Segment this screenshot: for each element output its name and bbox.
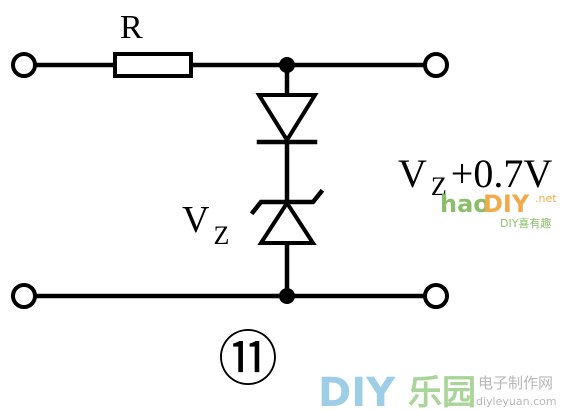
zener-label-main: V	[182, 199, 210, 241]
terminal-top-left	[11, 52, 37, 78]
watermark-diyleyuan-tag: 电子制作网	[478, 374, 553, 392]
watermark-haodiy-b: DIY	[483, 190, 530, 218]
terminal-bottom-right	[423, 283, 449, 309]
output-label-sub: Z	[431, 172, 447, 201]
figure-number: ⑪	[218, 327, 278, 393]
diode-symbol	[255, 93, 319, 145]
watermark-haodiy-tag: DIY喜有趣	[500, 216, 551, 230]
resistor-label: R	[120, 9, 143, 46]
junction-dot-top	[279, 57, 295, 73]
zener-label-sub: Z	[213, 221, 229, 250]
resistor	[113, 52, 193, 78]
output-label-rest: +0.7V	[451, 151, 553, 196]
watermark-diyleyuan-b: 乐园	[408, 373, 476, 410]
junction-dot-bottom	[279, 288, 295, 304]
watermark-diyleyuan-url: diyleyuan.com	[476, 395, 557, 408]
watermark-haodiy: hao DIY .net DIY喜有趣	[440, 190, 557, 230]
watermark-haodiy-c: .net	[535, 192, 557, 205]
output-voltage-label: V Z +0.7V	[398, 151, 552, 201]
watermark-haodiy-a: hao	[440, 190, 490, 218]
watermark-diyleyuan-a: DIY	[318, 370, 396, 410]
terminal-bottom-left	[11, 283, 37, 309]
output-label-main: V	[398, 151, 427, 196]
zener-voltage-label: V Z	[182, 199, 229, 250]
watermark-diyleyuan: DIY 乐园 电子制作网 diyleyuan.com	[318, 370, 557, 410]
terminal-top-right	[423, 52, 449, 78]
zener-diode-symbol	[249, 188, 325, 245]
